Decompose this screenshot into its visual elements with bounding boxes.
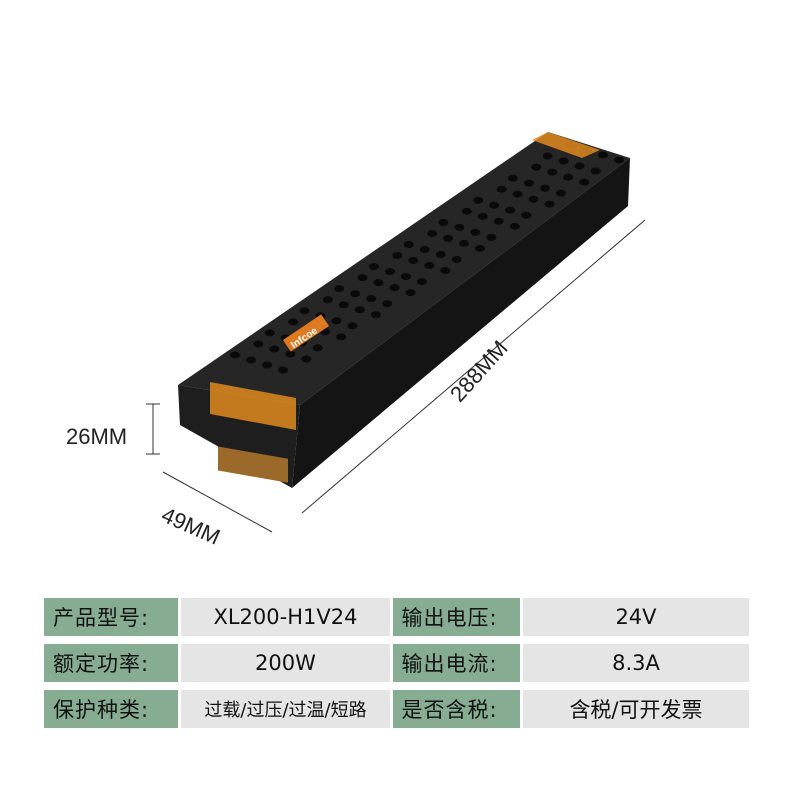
width-dim-line: [162, 471, 273, 533]
vent-hole: [301, 355, 312, 363]
vent-hole: [440, 267, 451, 275]
vent-hole: [558, 157, 569, 165]
vent-hole: [400, 273, 411, 281]
length-dim-line: [301, 219, 646, 514]
spec-value: 200W: [181, 644, 390, 682]
spec-row: 产品型号: XL200-H1V24 输出电压: 24V: [44, 598, 749, 636]
vent-hole: [392, 252, 403, 260]
vent-hole: [486, 233, 497, 241]
vent-hole: [459, 239, 470, 247]
vent-hole: [509, 222, 520, 230]
vent-hole: [477, 212, 488, 220]
vent-hole: [473, 196, 484, 204]
vent-hole: [614, 156, 624, 164]
vent-hole: [563, 173, 574, 181]
vent-hole: [454, 223, 465, 231]
spec-value: XL200-H1V24: [181, 598, 390, 636]
vent-hole: [555, 189, 566, 197]
vent-hole: [246, 356, 256, 364]
spec-value: 过载/过压/过温/短路: [181, 690, 390, 728]
vent-hole: [405, 289, 416, 297]
spec-label: 额定功率:: [44, 644, 179, 682]
vent-hole: [579, 178, 590, 186]
height-dimension-label: 26MM: [66, 424, 128, 449]
vent-hole: [347, 322, 358, 330]
vent-hole: [507, 174, 518, 182]
vent-hole: [505, 206, 516, 214]
vent-hole: [539, 184, 550, 192]
vent-hole: [470, 228, 481, 236]
vent-hole: [299, 307, 310, 315]
spec-table: 产品型号: XL200-H1V24 输出电压: 24V 额定功率: 200W 输…: [44, 598, 749, 736]
vent-hole: [269, 345, 280, 353]
vent-hole: [253, 340, 264, 348]
spec-label: 产品型号:: [44, 598, 179, 636]
spec-label: 输出电压:: [392, 598, 520, 636]
vent-hole: [461, 207, 472, 215]
vent-hole: [451, 255, 462, 263]
vent-hole: [528, 195, 539, 203]
vent-hole: [357, 274, 368, 282]
vent-hole: [521, 211, 532, 219]
vent-hole: [285, 350, 296, 358]
spec-row: 保护种类: 过载/过压/过温/短路 是否含税: 含税/可开发票: [44, 690, 749, 728]
vent-hole: [334, 285, 345, 293]
vent-hole: [531, 163, 542, 171]
vent-hole: [493, 217, 504, 225]
terminal-cover-front: [210, 382, 296, 430]
vent-hole: [416, 278, 427, 286]
vent-hole: [366, 295, 377, 303]
spec-label: 是否含税:: [392, 690, 520, 728]
vent-hole: [598, 151, 608, 159]
vent-hole: [354, 306, 365, 314]
vent-hole: [523, 179, 534, 187]
vent-hole: [427, 229, 438, 237]
vent-holes: [230, 141, 624, 374]
terminal-cover-back: [532, 132, 600, 158]
vent-hole: [408, 257, 419, 265]
vent-hole: [278, 366, 288, 374]
spec-value: 含税/可开发票: [522, 690, 749, 728]
vent-hole: [338, 301, 349, 309]
vent-hole: [370, 311, 381, 319]
vent-hole: [262, 361, 272, 369]
brand-logo: [283, 314, 329, 352]
spec-label: 保护种类:: [44, 690, 179, 728]
vent-hole: [384, 268, 395, 276]
vent-hole: [336, 333, 347, 341]
vent-hole: [264, 329, 275, 337]
vent-hole: [373, 279, 384, 287]
spec-label: 输出电流:: [392, 644, 520, 682]
vent-hole: [322, 296, 333, 304]
vent-hole: [312, 344, 323, 352]
spec-value: 8.3A: [522, 644, 749, 682]
psu-front-face: [292, 158, 630, 488]
vent-hole: [403, 240, 414, 248]
spec-value: 24V: [522, 598, 749, 636]
vent-hole: [574, 162, 585, 170]
vent-hole: [512, 190, 523, 198]
vent-hole: [542, 152, 553, 160]
vent-hole: [590, 167, 601, 175]
vent-hole: [544, 200, 555, 208]
vent-hole: [496, 185, 507, 193]
vent-hole: [435, 250, 446, 258]
vent-hole: [368, 263, 379, 271]
vent-hole: [443, 234, 454, 242]
vent-hole: [288, 318, 299, 326]
vent-hole: [230, 351, 240, 359]
spec-row: 额定功率: 200W 输出电流: 8.3A: [44, 644, 749, 682]
vent-hole: [419, 245, 430, 253]
vent-hole: [438, 218, 449, 226]
vent-hole: [547, 168, 558, 176]
vent-hole: [331, 317, 342, 325]
vent-hole: [382, 300, 393, 308]
vent-hole: [389, 284, 400, 292]
terminal-screws: [218, 446, 288, 483]
vent-hole: [489, 201, 500, 209]
vent-hole: [475, 244, 486, 252]
power-supply-image: Infcoe: [146, 132, 646, 533]
vent-hole: [424, 262, 435, 270]
vent-hole: [350, 290, 361, 298]
